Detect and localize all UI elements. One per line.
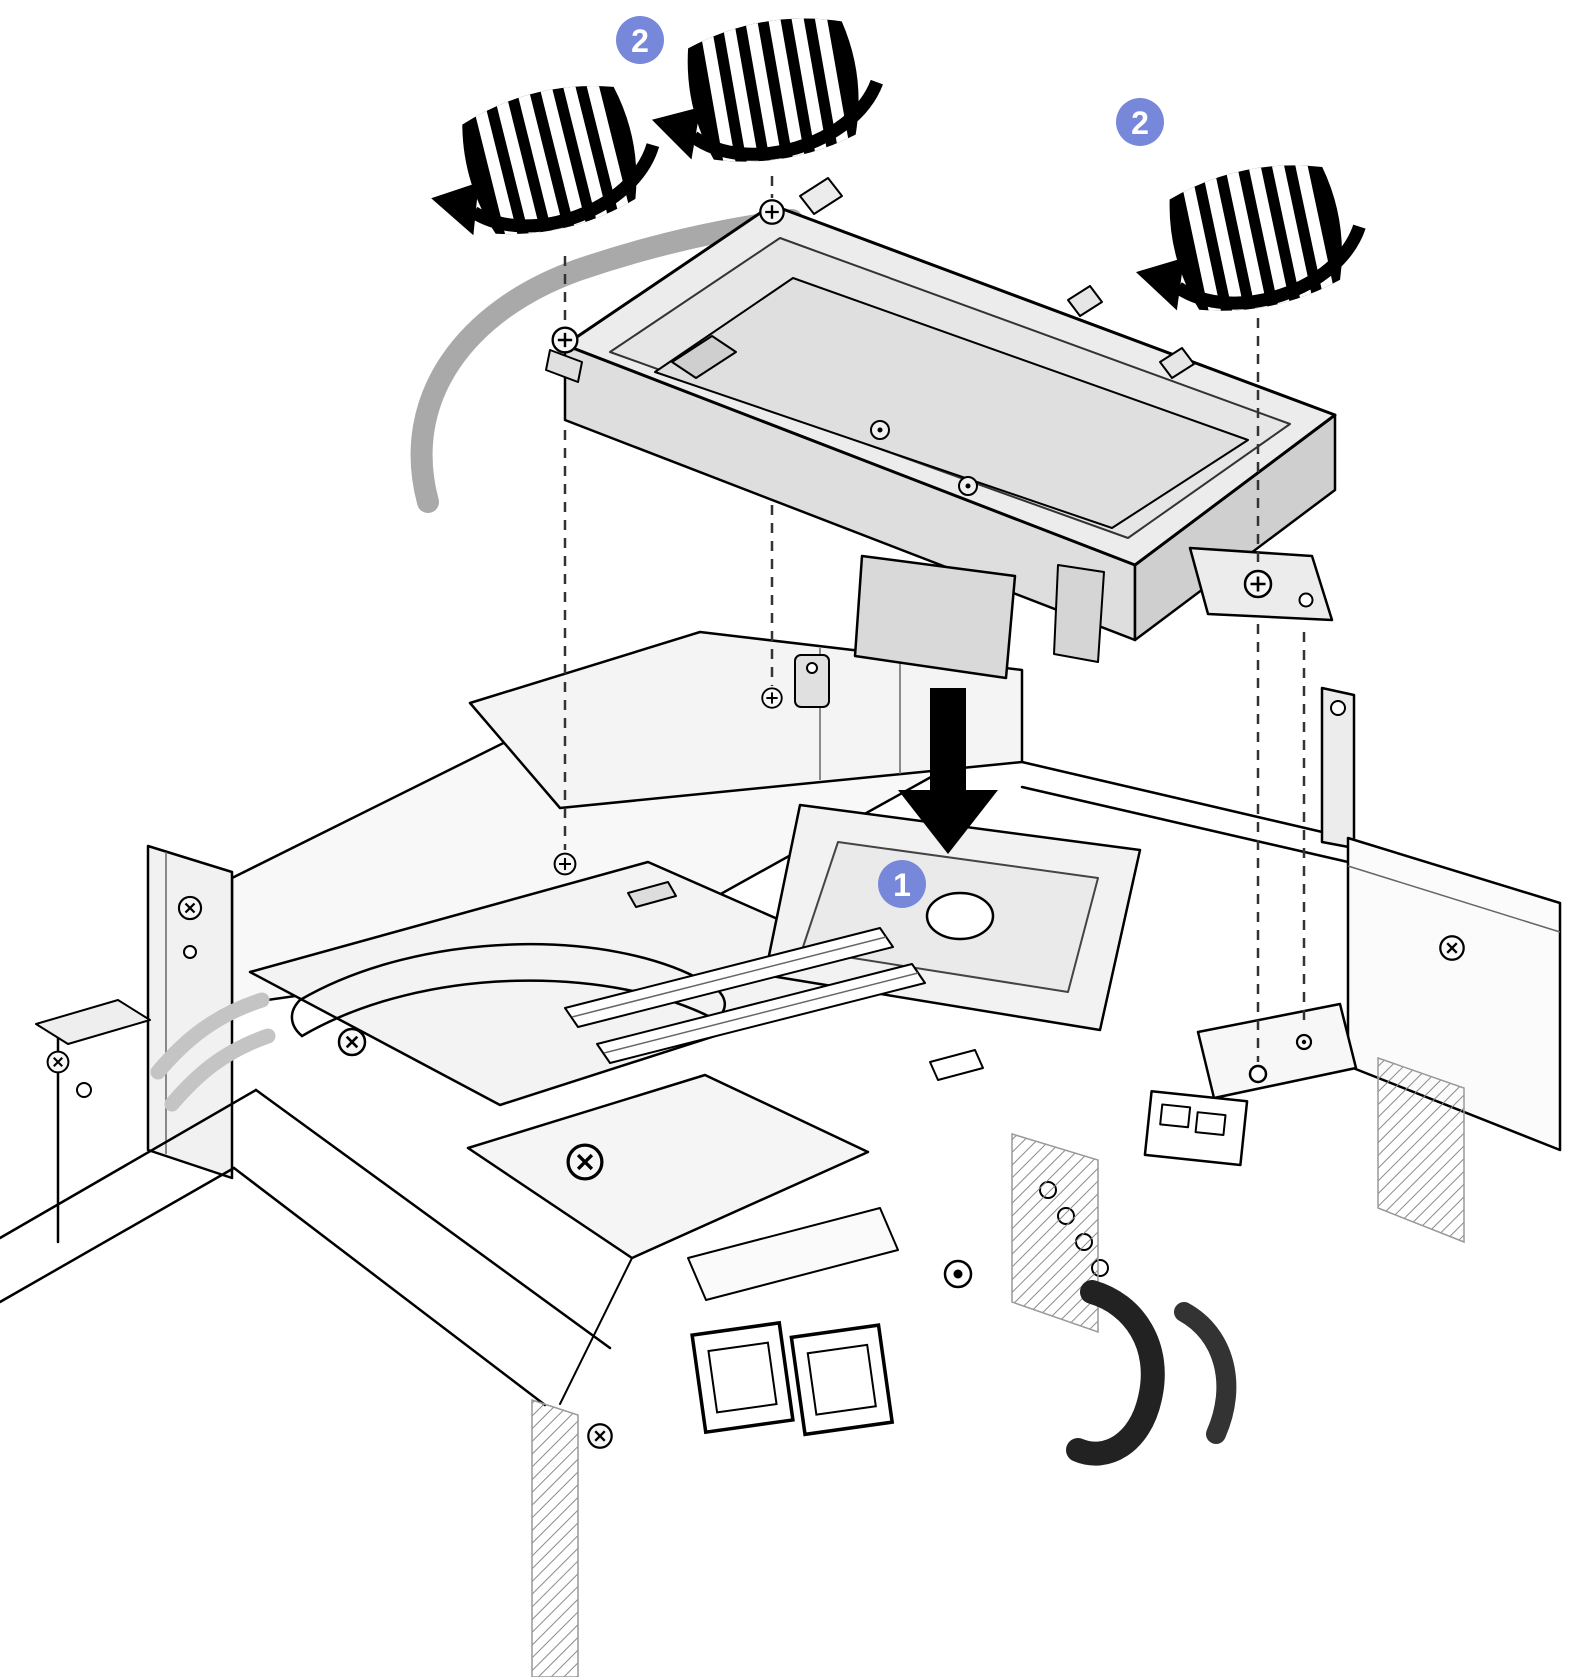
right-mid-details	[943, 1090, 1249, 1466]
hatched-panel	[1011, 1132, 1099, 1334]
callout-step-1: 1	[878, 860, 926, 908]
retention-clip	[1067, 285, 1103, 317]
drive-connector	[671, 335, 737, 379]
callout-number: 1	[893, 867, 911, 903]
hose	[164, 1028, 276, 1112]
screw-hole	[1248, 1064, 1268, 1084]
mounting-pad	[763, 803, 1142, 1032]
alignment-lines	[553, 176, 1306, 1062]
chassis-right-frame	[1020, 686, 1562, 1244]
callout-number: 2	[631, 23, 649, 59]
hose	[150, 992, 270, 1080]
cable-loop	[1174, 1302, 1237, 1444]
turn-screwdriver-icon-center	[638, 3, 888, 184]
callout-number: 2	[1131, 105, 1149, 141]
turn-screwdriver-icon-right	[1120, 148, 1373, 336]
screw-icon	[582, 1418, 618, 1454]
drive-cable	[410, 209, 803, 513]
callout-step-2-right: 2	[1116, 98, 1164, 146]
chassis-front-edges	[0, 999, 633, 1407]
retention-clip	[1159, 347, 1195, 379]
drive-cage-assembly	[545, 177, 1337, 680]
chassis-rear-wall	[468, 630, 1024, 810]
callout-circle	[1116, 98, 1164, 146]
tab-hole	[1298, 592, 1314, 608]
board-connectors	[564, 927, 984, 1437]
latch	[799, 177, 843, 215]
cage-foot-bracket	[853, 554, 1017, 680]
cable-loop	[1066, 1280, 1165, 1466]
cage-support	[1053, 564, 1105, 663]
chassis-screw-hole	[761, 687, 783, 709]
drive	[654, 277, 1249, 529]
front-plate	[466, 1073, 870, 1260]
callout-step-2-top: 2	[616, 16, 664, 64]
screw-hole-ledge	[1196, 1002, 1358, 1100]
screw-icon	[42, 1046, 74, 1078]
insert-down-arrow-icon	[898, 688, 998, 854]
port-cages	[690, 1320, 895, 1437]
callout-circle	[616, 16, 664, 64]
callout-circle	[878, 860, 926, 908]
chassis	[0, 630, 1562, 1677]
bottom-hatch-strip	[531, 1398, 618, 1677]
captive-screw-top	[759, 199, 785, 225]
pad-hole	[925, 891, 995, 941]
captive-screw-right	[1243, 569, 1273, 599]
chassis-screw-hole	[553, 852, 577, 876]
hinge-detail	[794, 654, 830, 708]
hatched-panel	[1377, 1056, 1465, 1244]
captive-screw-left	[551, 326, 579, 354]
turn-screwdriver-icon-left	[412, 67, 668, 262]
